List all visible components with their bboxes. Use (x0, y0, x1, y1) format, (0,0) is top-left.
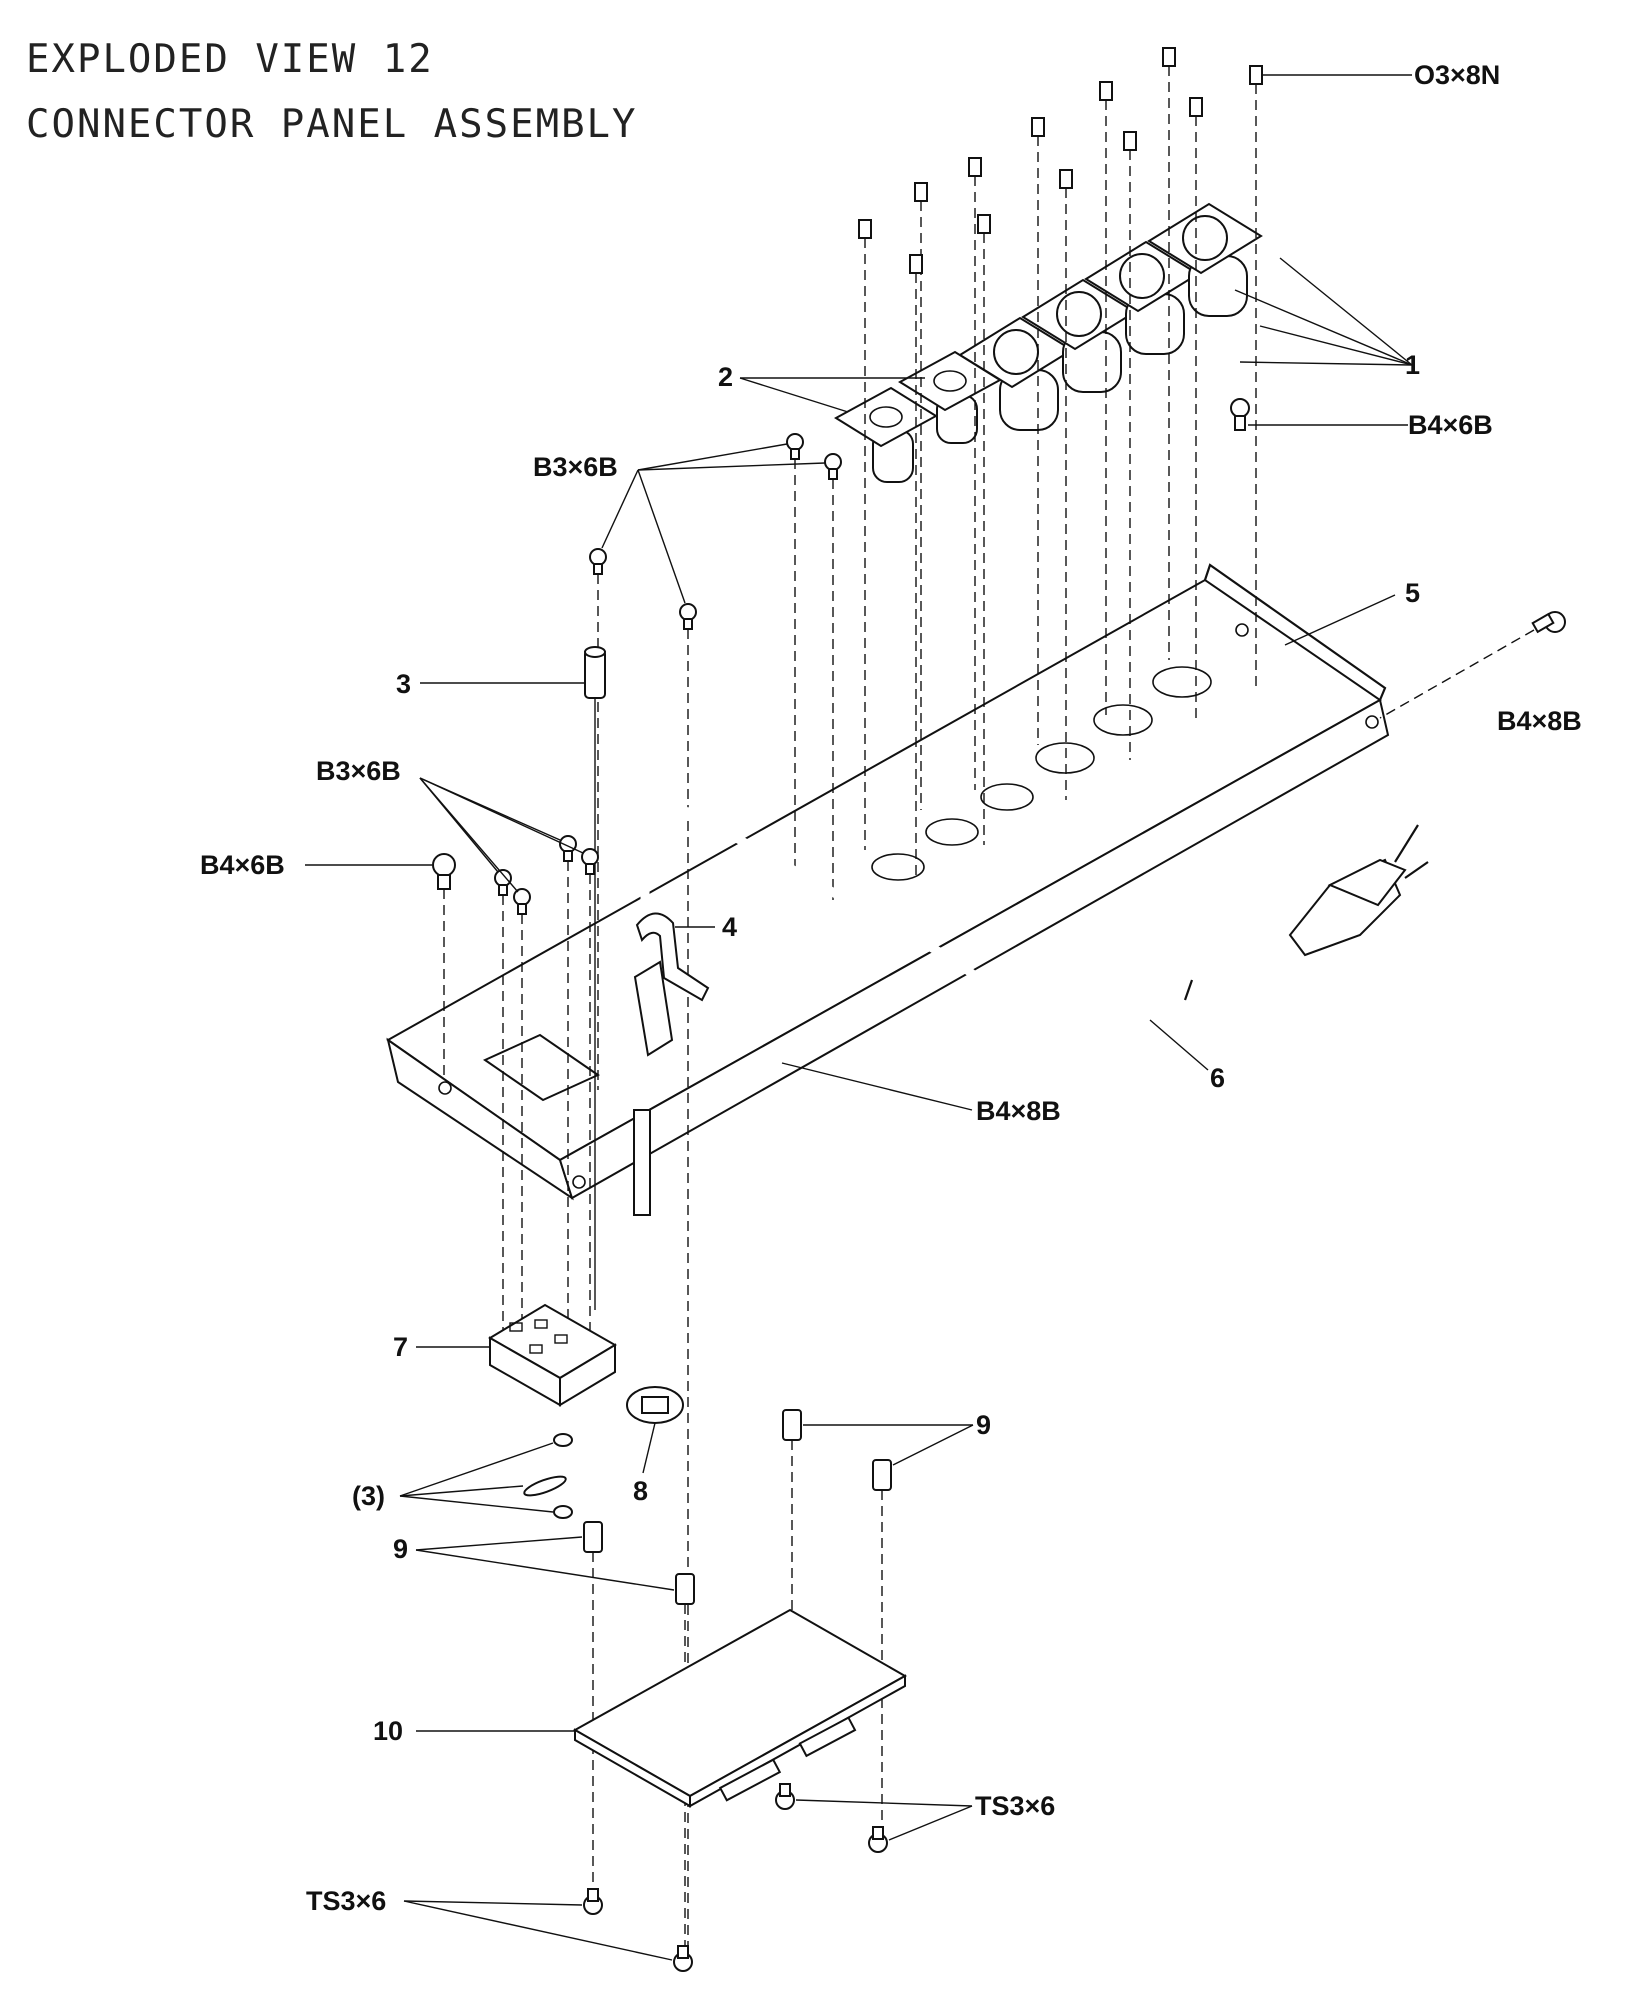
xlr-connector (1147, 202, 1263, 317)
label-b4x6b-left: B4×6B (200, 850, 285, 880)
spacer-part-3 (584, 646, 606, 1310)
callout-2: 2 (718, 362, 733, 392)
screw-b4x8b-right (1379, 611, 1566, 719)
label-ts3x6-left: TS3×6 (306, 1886, 386, 1916)
callout-6: 6 (1210, 1063, 1225, 1093)
callout-4: 4 (722, 912, 737, 942)
screw-b4x6b-top (1230, 398, 1250, 431)
callout-3-paren: (3) (352, 1481, 385, 1511)
nut-washer-group (523, 1433, 573, 1519)
callout-10: 10 (373, 1716, 403, 1746)
xlr-connector-row (958, 202, 1263, 431)
callout-1: 1 (1405, 350, 1420, 380)
label-ts3x6-right: TS3×6 (975, 1791, 1055, 1821)
label-b4x8b-mid: B4×8B (976, 1096, 1061, 1126)
label-o3x8n: O3×8N (1414, 60, 1500, 90)
callout-9-right: 9 (976, 1410, 991, 1440)
blank-plates (834, 350, 1002, 483)
label-b4x8b-right: B4×8B (1497, 706, 1582, 736)
screws-ts3x6 (583, 1783, 888, 1972)
chassis-panel (386, 563, 1390, 1201)
callout-3: 3 (396, 669, 411, 699)
screws-o3x8n (858, 47, 1263, 880)
label-b4x6b-top: B4×6B (1408, 410, 1493, 440)
label-b3x6b-top: B3×6B (533, 452, 618, 482)
diagram-title-line2: CONNECTOR PANEL ASSEMBLY (26, 102, 638, 147)
screws-b3x6b-left (494, 835, 599, 1380)
grommet-part-8 (626, 1109, 684, 1424)
callout-8: 8 (633, 1476, 648, 1506)
screw-b4x6b-left (432, 853, 456, 1080)
callout-5: 5 (1405, 578, 1420, 608)
diagram-title-line1: EXPLODED VIEW 12 (26, 37, 434, 82)
callout-9-left: 9 (393, 1534, 408, 1564)
label-b3x6b-left: B3×6B (316, 756, 401, 786)
callout-7: 7 (393, 1332, 408, 1362)
power-cord-part-6 (640, 806, 1429, 1050)
leader-lines (305, 74, 1413, 1961)
cable-clamp-part-4 (635, 912, 710, 1002)
pcb-part-10 (572, 1608, 908, 1808)
switch-part-7 (488, 1303, 617, 1407)
